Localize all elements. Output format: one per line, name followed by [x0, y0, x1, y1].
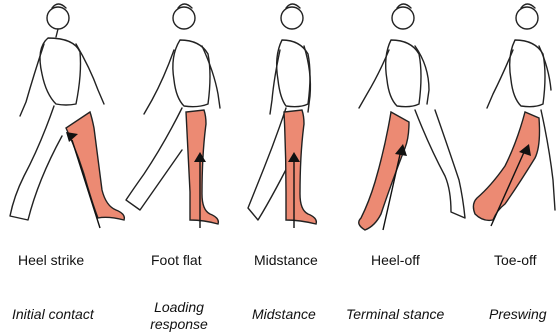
figure-midstance [240, 0, 340, 240]
walking-figure-icon [345, 0, 465, 240]
phase-label-initial-contact: Initial contact [12, 306, 94, 322]
highlight-leg [284, 110, 316, 224]
figure-toe-off [465, 0, 556, 240]
figure-foot-flat [120, 0, 240, 240]
event-label-midstance: Midstance [254, 252, 318, 268]
event-label-foot-flat: Foot flat [151, 252, 202, 268]
event-label-heel-strike: Heel strike [18, 252, 84, 268]
phase-label-terminal-stance: Terminal stance [346, 306, 444, 322]
figure-heel-strike [0, 0, 130, 240]
walking-figure-icon [0, 0, 130, 240]
walking-figure-icon [240, 0, 340, 240]
highlight-leg [186, 110, 218, 224]
highlight-leg [473, 112, 539, 220]
walking-figure-icon [120, 0, 240, 240]
phase-label-midstance: Midstance [252, 306, 316, 322]
highlight-leg [66, 112, 124, 220]
event-label-heel-off: Heel-off [371, 252, 420, 268]
phase-label-loading-line2: response [146, 316, 212, 332]
phase-label-preswing: Preswing [489, 306, 547, 322]
highlight-leg [359, 112, 409, 230]
figure-heel-off [345, 0, 465, 240]
walking-figure-icon [465, 0, 556, 240]
event-label-toe-off: Toe-off [494, 252, 537, 268]
phase-label-loading-line1: Loading [150, 299, 208, 315]
